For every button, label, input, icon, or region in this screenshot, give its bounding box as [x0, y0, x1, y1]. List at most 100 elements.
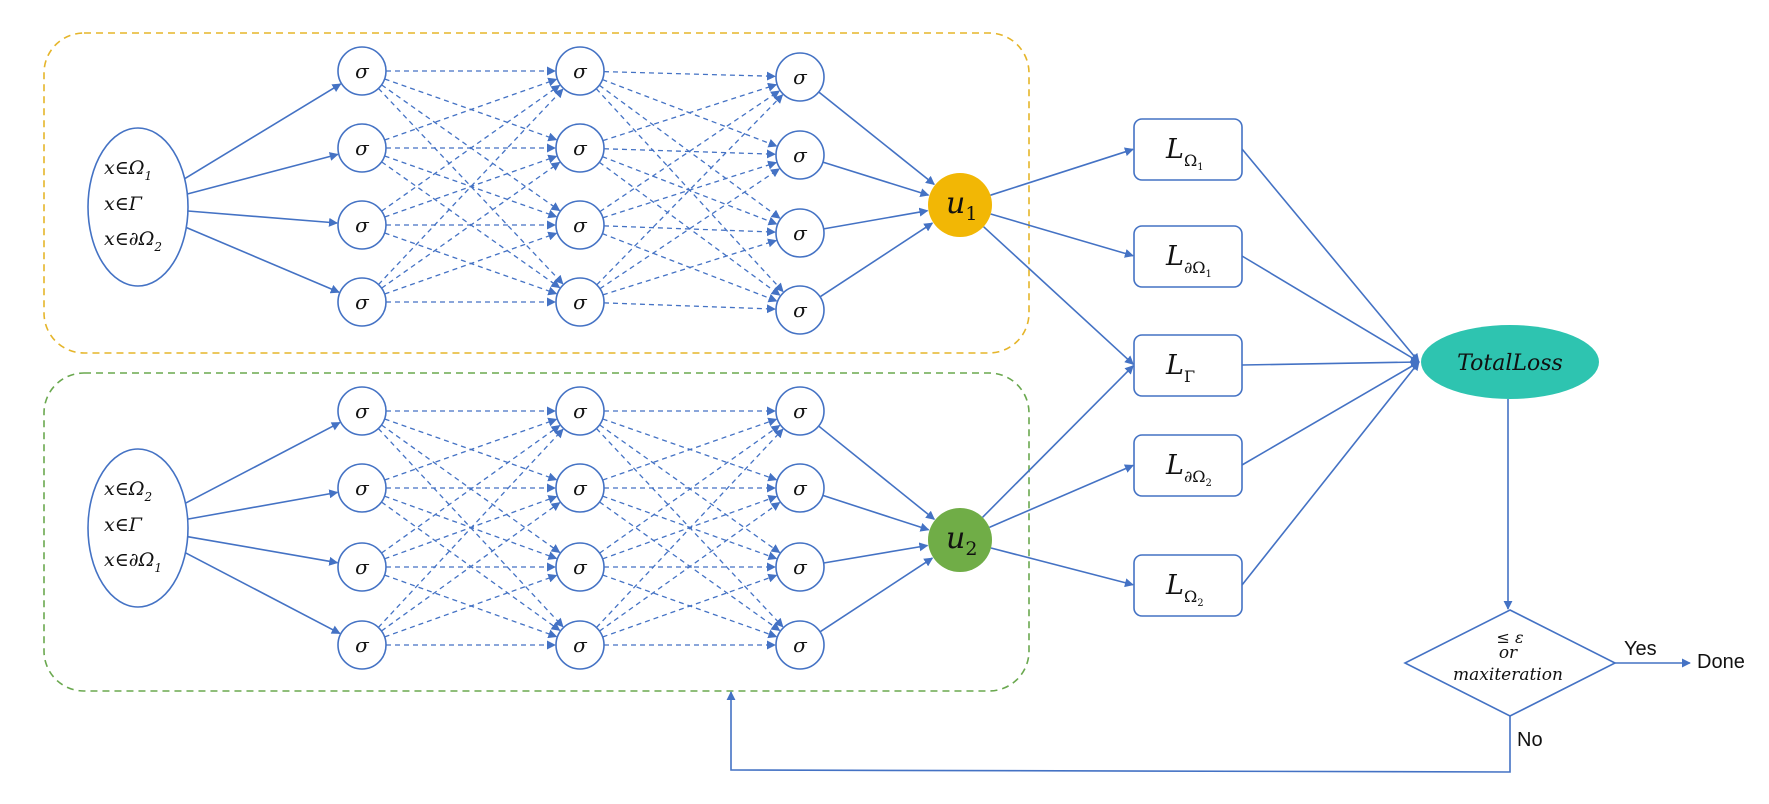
done-label: Done: [1697, 651, 1745, 673]
hidden-connection-top: [384, 231, 558, 295]
neuron-bottom-l1-n3: σ: [337, 542, 387, 592]
loss-to-total-1: [1241, 148, 1420, 363]
hidden-connection-top: [602, 160, 778, 219]
svg-text:L∂Ω1: L∂Ω1: [1165, 241, 1212, 280]
output-connection-bottom: [822, 494, 930, 532]
hidden-connection-top: [603, 71, 776, 81]
u1-sub: 1: [965, 203, 977, 225]
input-connection-top: [185, 226, 340, 294]
loss-box-omega2: LΩ2: [1133, 554, 1243, 617]
bottom-network-box: [43, 372, 1030, 692]
neuron-bottom-l1-n1: σ: [337, 386, 387, 436]
input-bottom-line-1: x∈Ω: [104, 478, 145, 500]
input-connection-bottom: [185, 421, 341, 504]
hidden-connection-bottom: [602, 417, 778, 481]
svg-text:LΓ: LΓ: [1165, 350, 1195, 386]
input-connection-top: [187, 210, 338, 227]
loss-omega1-subsub: 1: [1197, 162, 1203, 173]
neuron-top-l3-n4: σ: [775, 285, 825, 335]
hidden-connection-top: [384, 77, 558, 141]
neuron-top-l2-n1: σ: [555, 46, 605, 96]
hidden-connection-top: [602, 82, 778, 142]
svg-text:x∈Γ: x∈Γ: [104, 193, 143, 215]
loss-box-boundary-omega2: L∂Ω2: [1133, 434, 1243, 497]
svg-text:u2: u2: [946, 521, 977, 560]
input-top-line-1: x∈Ω: [104, 157, 145, 179]
yes-label: Yes: [1624, 638, 1657, 660]
hidden-connection-bottom: [599, 501, 781, 632]
sigma-label: σ: [355, 476, 370, 500]
u2-to-loss-omega2: [990, 547, 1134, 588]
neuron-bottom-l2-n4: σ: [555, 620, 605, 670]
hidden-connection-top: [381, 161, 561, 289]
loss-domega1-sub: ∂Ω: [1184, 258, 1206, 277]
decision-line-2: or: [1499, 643, 1518, 663]
sigma-label: σ: [573, 59, 588, 83]
hidden-connection-bottom: [377, 428, 564, 628]
loss-to-total-3: [1241, 357, 1420, 367]
hidden-connection-bottom: [599, 424, 781, 554]
no-feedback-arrow: [726, 691, 1511, 773]
loss-omega2-sub: Ω: [1184, 587, 1197, 606]
sigma-label: σ: [573, 136, 588, 160]
input-node-top: x∈Ω1 x∈Γ x∈∂Ω2: [87, 127, 189, 287]
neuron-top-l1-n2: σ: [337, 123, 387, 173]
loss-domega1-base: L: [1165, 241, 1184, 272]
neuron-top-l2-n3: σ: [555, 200, 605, 250]
input-top-line-2: x∈Γ: [104, 193, 143, 215]
hidden-connection-bottom: [595, 428, 784, 628]
hidden-connection-bottom: [381, 425, 561, 554]
sigma-label: σ: [573, 290, 588, 314]
hidden-connection-top: [381, 84, 561, 212]
svg-text:x∈Ω1: x∈Ω1: [104, 157, 152, 183]
u2-sub: 2: [965, 538, 977, 560]
output-connection-top: [819, 222, 934, 298]
loss-box-gamma: LΓ: [1133, 334, 1243, 397]
neuron-top-l3-n3: σ: [775, 208, 825, 258]
sigma-label: σ: [355, 633, 370, 657]
output-connection-top: [818, 91, 935, 186]
input-bottom-line-1-sub: 2: [144, 490, 153, 504]
svg-text:u1: u1: [946, 186, 977, 225]
loss-to-total-4: [1241, 361, 1420, 466]
neuron-top-l3-n1: σ: [775, 52, 825, 102]
u1-to-loss-omega1: [990, 147, 1134, 196]
neuron-bottom-l3-n3: σ: [775, 542, 825, 592]
loss-domega1-subsub: 1: [1205, 269, 1211, 280]
sigma-label: σ: [573, 555, 588, 579]
hidden-connection-top: [599, 90, 781, 213]
input-bottom-line-3-sub: 1: [154, 561, 162, 575]
u1-label: u: [946, 186, 965, 221]
u2-to-loss-domega2: [989, 464, 1134, 529]
loss-gamma-base: L: [1165, 350, 1184, 381]
neuron-bottom-l1-n4: σ: [337, 620, 387, 670]
u2-label: u: [946, 521, 965, 556]
sigma-label: σ: [573, 633, 588, 657]
total-loss-node: TotalLoss: [1421, 325, 1599, 399]
svg-text:L∂Ω2: L∂Ω2: [1165, 450, 1212, 489]
input-connection-bottom: [187, 535, 339, 566]
neuron-top-l2-n2: σ: [555, 123, 605, 173]
input-connection-bottom: [187, 489, 339, 520]
decision-line-1: ≤ ε: [1496, 628, 1523, 647]
loss-domega2-subsub: 2: [1205, 478, 1211, 489]
total-loss-label: TotalLoss: [1457, 351, 1563, 376]
input-connection-bottom: [185, 552, 341, 635]
convergence-check-diamond: ≤ ε or maxiteration: [1403, 609, 1617, 717]
input-connection-top: [184, 83, 342, 180]
sigma-label: σ: [573, 476, 588, 500]
neuron-bottom-l3-n1: σ: [775, 386, 825, 436]
sigma-label: σ: [573, 399, 588, 423]
output-node-u2: u2: [928, 508, 992, 572]
output-connection-top: [823, 207, 929, 230]
input-node-bottom: x∈Ω2 x∈Γ x∈∂Ω1: [87, 448, 189, 608]
sigma-label: σ: [355, 213, 370, 237]
hidden-connection-top: [603, 148, 776, 159]
neuron-bottom-l1-n2: σ: [337, 463, 387, 513]
sigma-label: σ: [793, 221, 808, 245]
neuron-top-l1-n1: σ: [337, 46, 387, 96]
sigma-label: σ: [793, 633, 808, 657]
hidden-connection-top: [384, 154, 558, 218]
